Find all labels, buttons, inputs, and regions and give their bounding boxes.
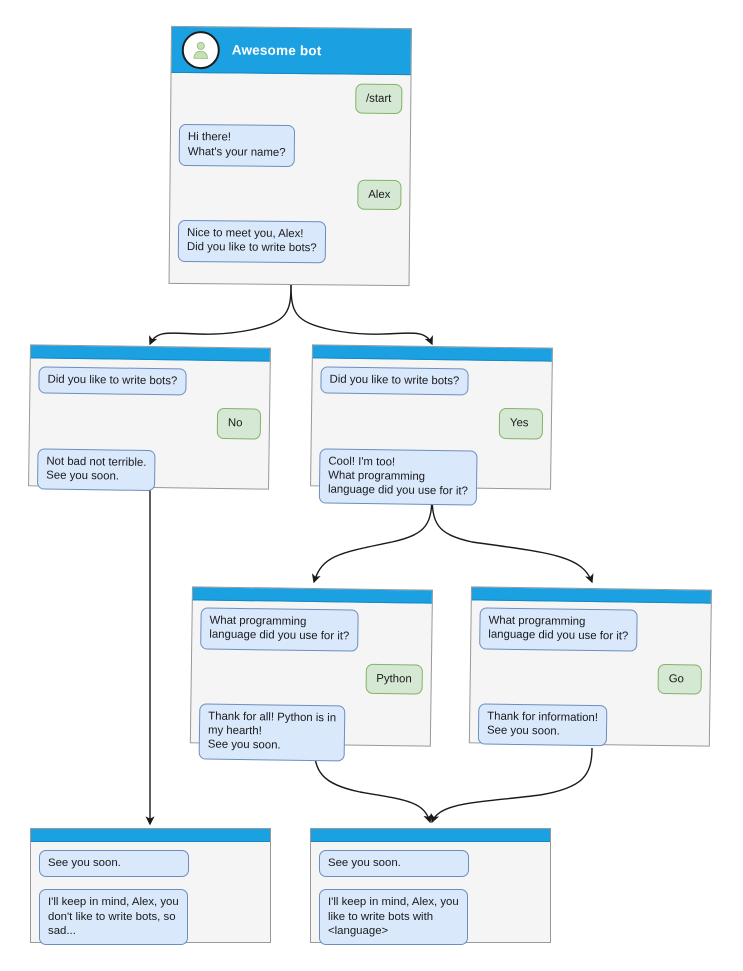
message-row: Alex xyxy=(178,178,402,211)
user-message-bubble: Yes xyxy=(498,408,544,440)
user-message-bubble: No xyxy=(216,408,262,440)
message-row: Thank for information! See you soon. xyxy=(477,703,702,748)
node-answer-yes[interactable]: Did you like to write bots? Yes Cool! I'… xyxy=(310,344,553,507)
user-message-bubble: Python xyxy=(365,663,423,695)
root-conversation: /start Hi there! What's your name? Alex … xyxy=(170,73,411,281)
message-row: Not bad not terrible. See you soon. xyxy=(36,448,261,493)
message-row: /start xyxy=(179,82,403,115)
message-row: What programming language did you use fo… xyxy=(479,607,703,652)
message-row: Yes xyxy=(320,406,544,440)
edge-root-to-no xyxy=(149,283,292,346)
end-sad-conversation: See you soon. I'll keep in mind, Alex, y… xyxy=(31,842,270,962)
message-row: I'll keep in mind, Alex, you like to wri… xyxy=(319,889,542,946)
message-row: I'll keep in mind, Alex, you don't like … xyxy=(39,889,262,946)
bot-message-bubble: Hi there! What's your name? xyxy=(178,124,295,167)
bot-message-bubble: See you soon. xyxy=(39,850,189,878)
message-row: Python xyxy=(200,661,423,695)
go-conversation: What programming language did you use fo… xyxy=(470,600,711,765)
edge-root-to-yes xyxy=(290,283,433,346)
node-end-sad[interactable]: See you soon. I'll keep in mind, Alex, y… xyxy=(30,828,271,946)
message-row: Cool! I'm too! What programming language… xyxy=(318,448,543,507)
message-row: See you soon. xyxy=(39,850,262,878)
bot-name-label: Awesome bot xyxy=(231,42,322,59)
bot-message-bubble: Nice to meet you, Alex! Did you like to … xyxy=(177,220,326,264)
bot-message-bubble: Thank for all! Python is in my hearth! S… xyxy=(198,703,346,762)
end-happy-conversation: See you soon. I'll keep in mind, Alex, y… xyxy=(311,842,550,962)
person-avatar-icon xyxy=(181,30,220,69)
message-row: Hi there! What's your name? xyxy=(178,124,402,168)
bot-message-bubble: What programming language did you use fo… xyxy=(479,607,638,652)
node-header-bar xyxy=(31,829,270,842)
bot-message-bubble: See you soon. xyxy=(319,850,469,878)
bot-message-bubble: What programming language did you use fo… xyxy=(200,607,359,652)
message-row: Thank for all! Python is in my hearth! S… xyxy=(198,703,423,762)
message-row: No xyxy=(38,406,262,440)
message-row: Did you like to write bots? xyxy=(38,366,261,396)
user-message-bubble: Go xyxy=(657,663,702,695)
bot-message-bubble: I'll keep in mind, Alex, you don't like … xyxy=(39,889,188,946)
bot-message-bubble: Thank for information! See you soon. xyxy=(477,703,608,747)
bot-header-bar: Awesome bot xyxy=(171,26,411,76)
message-row: Go xyxy=(479,661,702,695)
no-conversation: Did you like to write bots? No Not bad n… xyxy=(29,358,270,510)
message-row: See you soon. xyxy=(319,850,542,878)
node-header-bar xyxy=(311,829,550,842)
bot-message-bubble: Did you like to write bots? xyxy=(38,366,187,396)
bot-message-bubble: Cool! I'm too! What programming language… xyxy=(318,448,478,507)
python-conversation: What programming language did you use fo… xyxy=(190,600,431,779)
node-answer-no[interactable]: Did you like to write bots? No Not bad n… xyxy=(28,344,271,492)
message-row: Nice to meet you, Alex! Did you like to … xyxy=(177,220,401,264)
bot-message-bubble: Did you like to write bots? xyxy=(320,366,469,396)
user-message-bubble: Alex xyxy=(357,179,402,211)
node-answer-go[interactable]: What programming language did you use fo… xyxy=(468,586,712,747)
yes-conversation: Did you like to write bots? Yes Cool! I'… xyxy=(311,358,552,524)
bot-message-bubble: Not bad not terrible. See you soon. xyxy=(36,448,156,492)
message-row: What programming language did you use fo… xyxy=(200,607,424,652)
message-row: Did you like to write bots? xyxy=(320,366,543,396)
node-answer-python[interactable]: What programming language did you use fo… xyxy=(189,586,433,762)
user-message-bubble: /start xyxy=(354,83,403,115)
bot-message-bubble: I'll keep in mind, Alex, you like to wri… xyxy=(319,889,468,946)
node-end-happy[interactable]: See you soon. I'll keep in mind, Alex, y… xyxy=(310,828,551,946)
node-root[interactable]: Awesome bot /start Hi there! What's your… xyxy=(168,25,412,287)
